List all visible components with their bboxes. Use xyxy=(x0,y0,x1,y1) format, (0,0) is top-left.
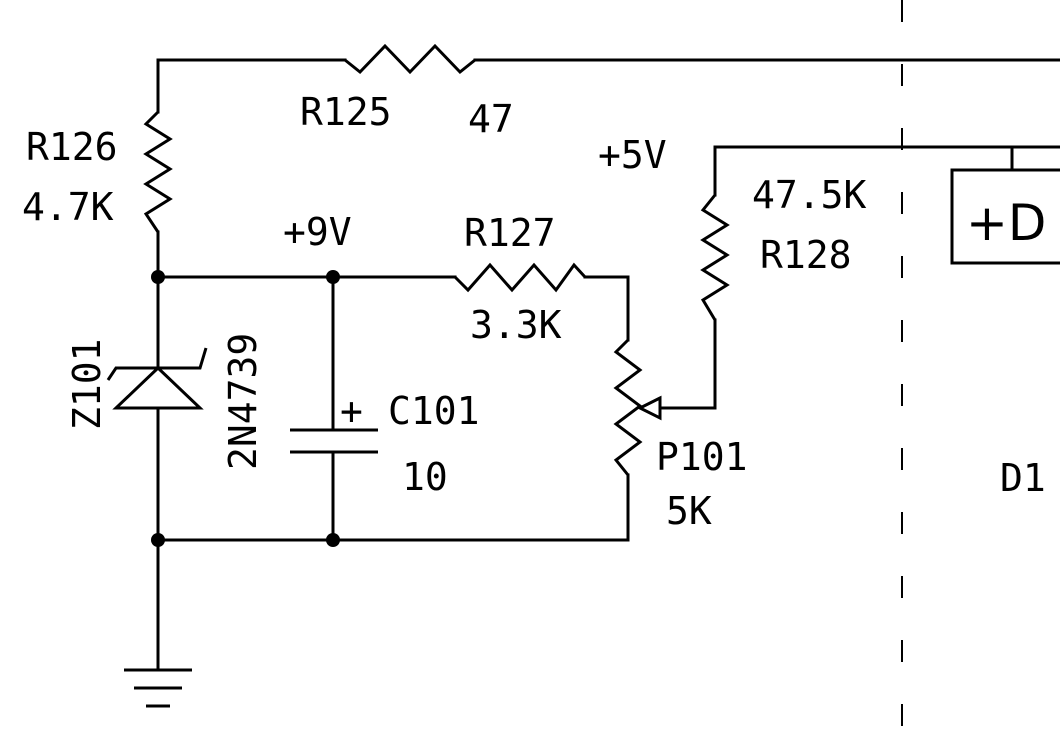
resistor-r128 xyxy=(700,194,730,321)
label-r128-value: 47.5K xyxy=(752,173,867,217)
label-p101-value: 5K xyxy=(666,489,712,533)
label-r128-ref: R128 xyxy=(760,233,852,277)
label-p101-ref: P101 xyxy=(656,435,748,479)
label-5v-rail: +5V xyxy=(598,133,667,177)
resistor-r127 xyxy=(453,262,587,293)
ground-symbol xyxy=(124,668,192,708)
label-r126-ref: R126 xyxy=(26,125,118,169)
wire-bottom-rail xyxy=(156,473,630,542)
wire-r128-to-wiper xyxy=(658,318,717,410)
wire-top-rail xyxy=(156,58,347,114)
potentiometer-p101 xyxy=(613,338,662,476)
zener-triangle xyxy=(112,365,204,410)
wires xyxy=(156,58,1060,672)
wire-5v-rail xyxy=(713,145,1060,197)
junction-dot xyxy=(151,533,165,547)
zener-cathode-bar xyxy=(106,347,208,381)
resistor-r125 xyxy=(344,43,476,75)
zener-diode-z101 xyxy=(106,347,208,410)
label-c101-value: 10 xyxy=(402,455,448,499)
label-c101-ref: C101 xyxy=(388,389,480,433)
capacitor-c101 xyxy=(290,428,378,454)
label-z101-part: 2N4739 xyxy=(221,333,265,470)
junction-dot xyxy=(326,533,340,547)
junctions xyxy=(151,270,340,547)
labels: R125 47 R126 4.7K +9V R127 3.3K +5V 47.5… xyxy=(22,90,1046,533)
resistor-r126 xyxy=(143,110,173,233)
label-z101-ref: Z101 xyxy=(65,338,109,430)
label-offpage-box: +D xyxy=(966,194,1046,252)
label-offpage-ref: D1 xyxy=(1000,456,1046,500)
junction-dot xyxy=(326,270,340,284)
label-r125-ref: R125 xyxy=(300,90,392,134)
label-r126-value: 4.7K xyxy=(22,185,114,229)
label-r127-value: 3.3K xyxy=(470,303,562,347)
pot-wiper-arrow xyxy=(636,395,662,421)
label-c101-polarity: + xyxy=(340,389,363,433)
label-r125-value: 47 xyxy=(468,97,514,141)
junction-dot xyxy=(151,270,165,284)
offpage-component-box xyxy=(950,168,1060,265)
wire-r127-to-pot xyxy=(583,275,630,342)
label-r127-ref: R127 xyxy=(464,211,556,255)
pot-body xyxy=(613,338,643,476)
label-9v-rail: +9V xyxy=(283,210,352,254)
